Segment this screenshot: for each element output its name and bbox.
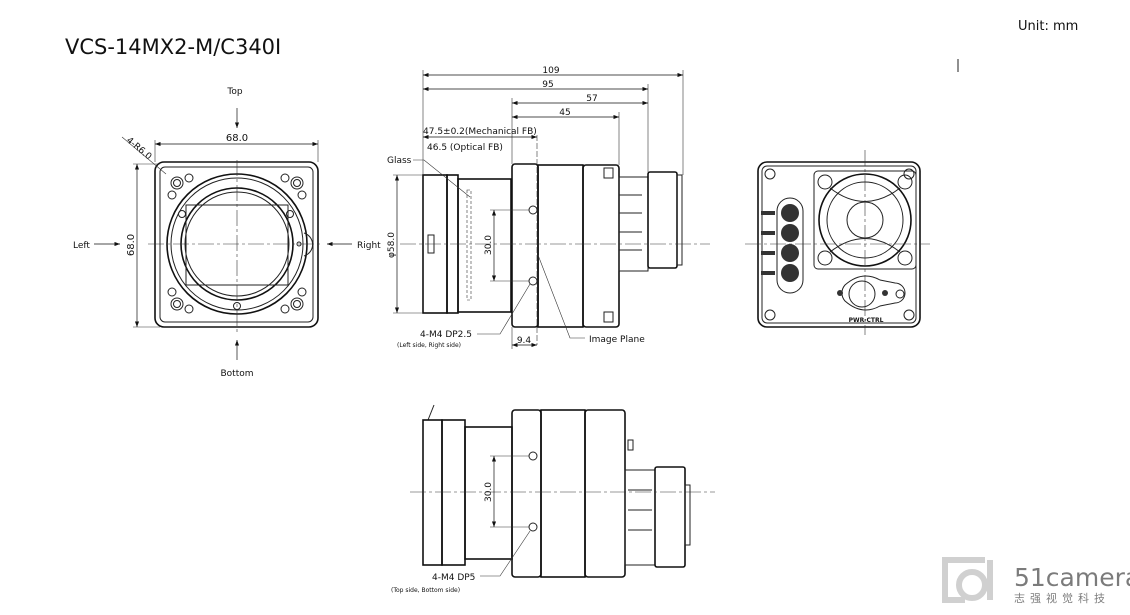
hole-sub-note: (Left side, Right side) — [397, 342, 461, 349]
diameter-dim: φ58.0 — [387, 232, 397, 258]
page-title: VCS-14MX2-M/C340I — [65, 35, 281, 59]
rear-view: PWR·CTRL — [745, 150, 930, 335]
dim-57: 57 — [586, 94, 597, 104]
optical-fb: 46.5 (Optical FB) — [427, 143, 503, 153]
offset-dim: 9.4 — [517, 336, 532, 346]
dim-45: 45 — [559, 108, 570, 118]
dim-95: 95 — [542, 80, 553, 90]
side-view: 109 95 57 45 47.5±0.2(Mechanical FB) 46.… — [387, 66, 710, 349]
left-label: Left — [73, 241, 90, 251]
watermark-subtitle: 志强视觉科技 — [1014, 591, 1110, 605]
bottom-hole-sub-note: (Top side, Bottom side) — [391, 587, 460, 594]
watermark: 51camera 志强视觉科技 — [942, 557, 1130, 605]
front-view: 68.0 68.0 4-R6.0 Top Bottom Left Right — [73, 87, 381, 379]
hole-spacing-dim: 30.0 — [484, 235, 494, 255]
front-width-dim: 68.0 — [226, 133, 248, 144]
watermark-brand: 51camera — [1014, 563, 1130, 592]
radius-note: 4-R6.0 — [124, 136, 153, 163]
top-label: Top — [226, 87, 242, 97]
bottom-hole-spacing-dim: 30.0 — [484, 482, 494, 502]
front-height-dim: 68.0 — [126, 234, 137, 256]
watermark-logo-icon — [942, 557, 993, 603]
bottom-view: 30.0 4-M4 DP5 (Top side, Bottom side) — [391, 404, 715, 594]
image-plane-label: Image Plane — [589, 335, 645, 345]
unit-label: Unit: mm — [1018, 19, 1078, 34]
glass-label: Glass — [387, 156, 412, 166]
mechanical-fb: 47.5±0.2(Mechanical FB) — [423, 127, 537, 137]
bottom-hole-note: 4-M4 DP5 — [432, 573, 475, 583]
bottom-label: Bottom — [220, 369, 253, 379]
right-label: Right — [357, 241, 381, 251]
dim-109: 109 — [542, 66, 559, 76]
hole-note: 4-M4 DP2.5 — [420, 330, 472, 340]
connector-label: PWR·CTRL — [849, 317, 884, 324]
